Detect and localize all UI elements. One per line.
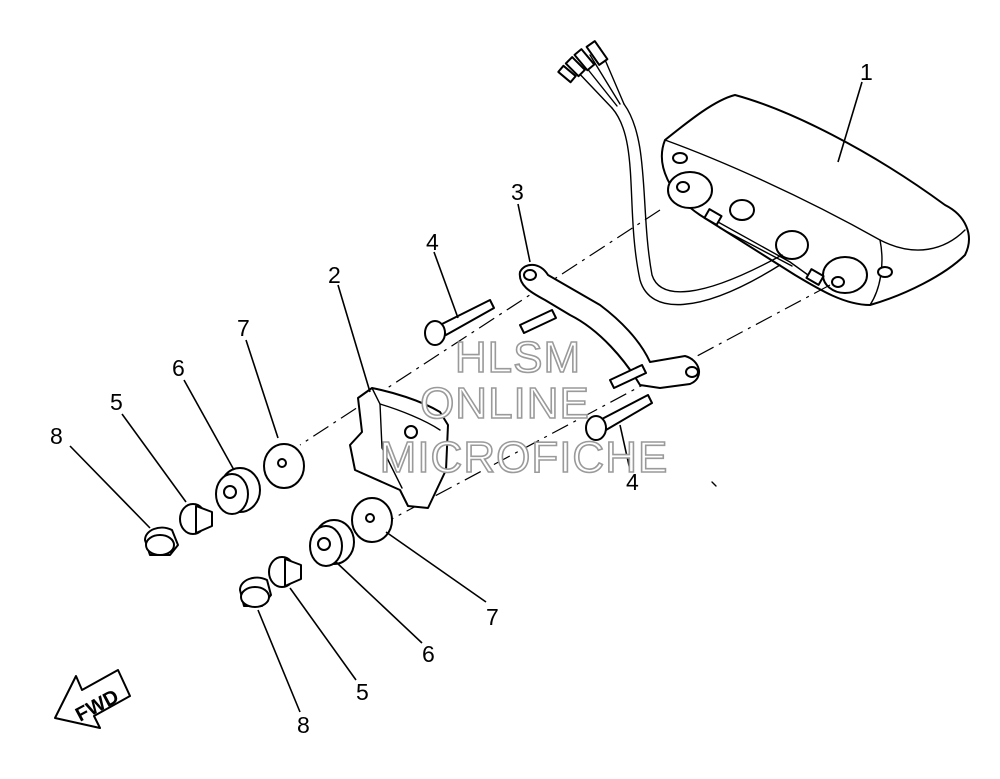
watermark-line-2: ONLINE	[420, 379, 590, 428]
part-7-washer-upper	[263, 443, 305, 489]
part-7-washer-lower	[351, 497, 393, 543]
callout-2: 2	[328, 262, 341, 288]
wire-harness	[557, 40, 783, 306]
fwd-direction-arrow: FWD	[54, 669, 131, 729]
part-8-nut-lower	[239, 576, 272, 608]
part-8-nut-upper	[144, 526, 179, 556]
part-5-collar-upper	[179, 503, 213, 535]
callout-1: 1	[860, 59, 873, 85]
part-1-housing	[660, 94, 970, 306]
callout-4-lower: 4	[626, 469, 639, 495]
part-4-screw-upper	[424, 299, 495, 346]
callout-6-upper: 6	[172, 355, 185, 381]
part-3-bracket	[518, 263, 700, 389]
callout-5-lower: 5	[356, 679, 369, 705]
watermark: HLSM ONLINE MICROFICHE	[379, 332, 669, 483]
stray-mark	[711, 481, 717, 487]
part-6-grommet-lower	[309, 519, 355, 567]
part-6-grommet-upper	[215, 467, 261, 515]
callout-4-upper: 4	[426, 229, 439, 255]
callout-7-lower: 7	[486, 604, 499, 630]
leader-lines	[69, 81, 863, 713]
watermark-line-1: HLSM	[455, 333, 581, 382]
callout-labels: 1 3 4 2 7 6 5 8 4 7 6 5 8	[50, 59, 873, 738]
callout-5-upper: 5	[110, 389, 123, 415]
part-2-block	[349, 387, 449, 509]
center-lines	[299, 209, 831, 521]
callout-8-upper: 8	[50, 423, 63, 449]
callout-8-lower: 8	[297, 712, 310, 738]
part-5-collar-lower	[268, 556, 302, 588]
watermark-line-3: MICROFICHE	[380, 433, 669, 482]
callout-7-upper: 7	[237, 315, 250, 341]
callout-6-lower: 6	[422, 641, 435, 667]
callout-3: 3	[511, 179, 524, 205]
part-4-screw-lower	[585, 394, 653, 441]
